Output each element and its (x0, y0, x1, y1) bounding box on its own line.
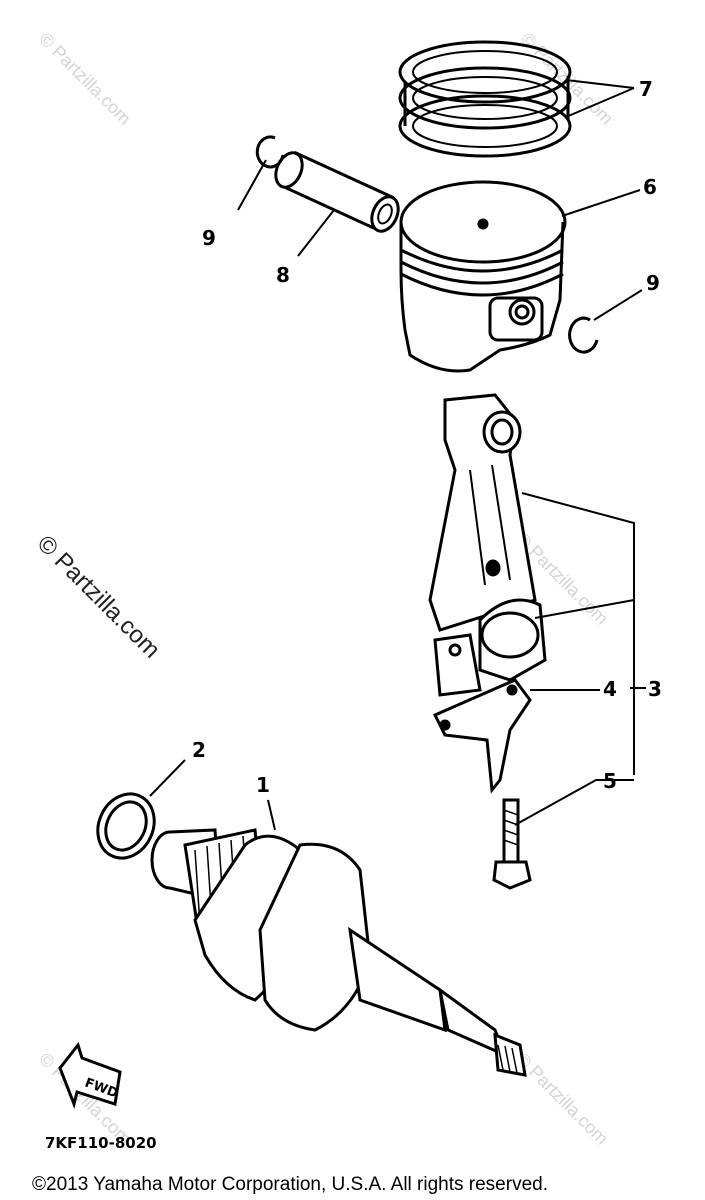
bolt-drawing (492, 798, 532, 890)
o-ring-drawing (96, 792, 156, 860)
watermark-center-left: © Partzilla.com (32, 530, 165, 663)
piston-rings-drawing (398, 40, 572, 158)
callout-8: 8 (276, 263, 290, 287)
leader-lines (149, 79, 646, 831)
callout-9-right: 9 (646, 271, 660, 295)
watermark-bottom-right: © Partzilla.com (512, 1049, 612, 1149)
copyright-notice: ©2013 Yamaha Motor Corporation, U.S.A. A… (32, 1174, 548, 1195)
callout-5: 5 (603, 769, 617, 793)
watermark-top-left: © Partzilla.com (35, 29, 135, 129)
callout-6: 6 (643, 175, 657, 199)
callout-4: 4 (603, 677, 617, 701)
callout-1: 1 (256, 773, 270, 797)
crankshaft-drawing (150, 828, 527, 1077)
circlip-drawings (255, 135, 599, 354)
callout-9-left: 9 (202, 226, 216, 250)
connecting-rod-drawing (428, 393, 547, 697)
piston-drawing (399, 180, 567, 373)
callouts: 1 2 3 4 5 6 7 8 9 9 (192, 77, 662, 797)
diagram-code: 7KF110-8020 (45, 1134, 157, 1152)
callout-3: 3 (648, 677, 662, 701)
forward-arrow-icon (58, 1041, 122, 1109)
callout-2: 2 (192, 738, 206, 762)
piston-pin-drawing (274, 150, 400, 233)
bracket-drawing (432, 678, 532, 794)
callout-7: 7 (639, 77, 653, 101)
